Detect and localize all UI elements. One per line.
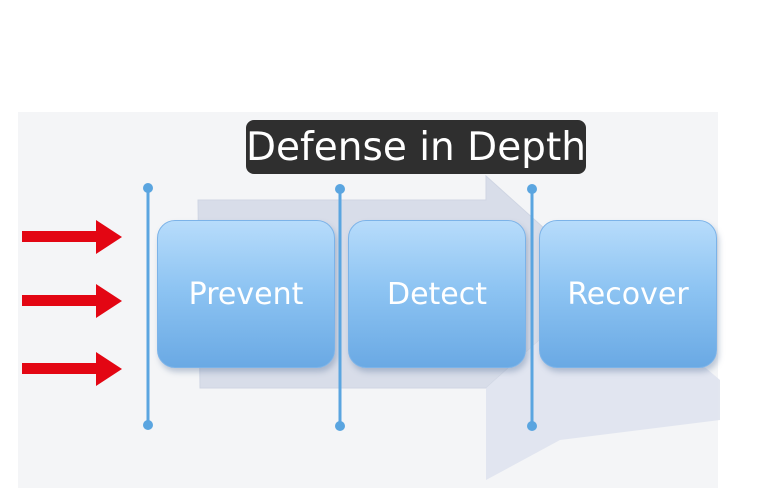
barrier-line-3 <box>527 184 537 431</box>
barrier-line-1 <box>143 183 153 430</box>
phase-label-recover: Recover <box>567 276 689 312</box>
incoming-arrow-icon <box>22 352 122 386</box>
phase-label-prevent: Prevent <box>188 276 304 312</box>
incoming-arrow-icon <box>22 284 122 318</box>
incoming-arrow-icon <box>22 220 122 254</box>
phase-box-recover: Recover <box>539 220 717 368</box>
incoming-arrows <box>22 220 122 386</box>
barrier-line-2 <box>335 184 345 431</box>
phase-box-prevent: Prevent <box>157 220 335 368</box>
page-title: Defense in Depth <box>246 124 586 170</box>
title-banner: Defense in Depth <box>246 120 586 174</box>
phase-box-detect: Detect <box>348 220 526 368</box>
phase-label-detect: Detect <box>386 276 488 312</box>
